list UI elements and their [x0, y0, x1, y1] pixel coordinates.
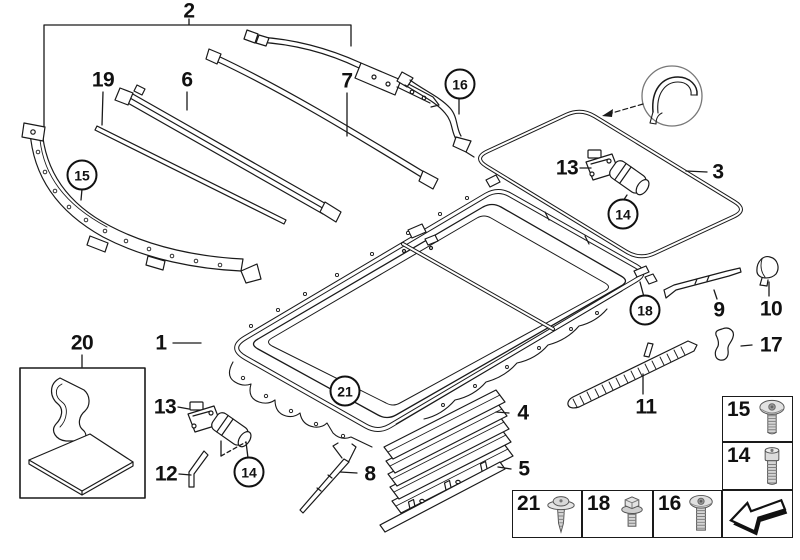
deflector-bracket-16: [396, 71, 475, 158]
callout-11[interactable]: 11: [635, 395, 657, 419]
legend-label-15: 15: [727, 398, 751, 421]
callout-13-lower[interactable]: 13: [153, 395, 177, 419]
legend-label-14: 14: [727, 444, 751, 467]
legend-box-21[interactable]: 21: [512, 490, 582, 538]
rear-guide-rail-7: [205, 48, 439, 190]
callout-8[interactable]: 8: [364, 462, 376, 486]
legend-box-16[interactable]: 16: [653, 490, 722, 538]
callout-3[interactable]: 3: [712, 160, 724, 184]
sunshade-lamellas-4: [383, 389, 514, 514]
washer-tapping-screw-icon: [547, 496, 575, 534]
callout-18-circled[interactable]: 18: [629, 294, 661, 326]
callout-10[interactable]: 10: [759, 297, 783, 321]
sunshade-rail-5: [379, 460, 506, 533]
callout-15-circled[interactable]: 15: [66, 159, 98, 191]
detail-pointer-dashed-line: [611, 103, 644, 114]
hex-flange-bolt-icon: [621, 496, 643, 527]
lifting-rail-11: [567, 340, 698, 409]
callout-20[interactable]: 20: [70, 331, 94, 355]
repair-kit-20: [19, 367, 146, 499]
legend-box-18[interactable]: 18: [582, 490, 653, 538]
drive-motor-upper-13: [585, 149, 654, 199]
legend-box-15[interactable]: 15: [722, 396, 793, 442]
callout-7[interactable]: 7: [341, 69, 353, 93]
callout-9[interactable]: 9: [713, 298, 725, 322]
bracket-17: [714, 327, 734, 361]
legend-box-arrow[interactable]: [722, 490, 793, 538]
seal-strip-19: [94, 125, 287, 225]
leader-lines: [43, 18, 770, 476]
callout-21-circled[interactable]: 21: [329, 375, 361, 407]
callout-13-upper[interactable]: 13: [555, 156, 579, 180]
detail-pointer-arrowhead: [602, 109, 613, 117]
callout-4[interactable]: 4: [517, 401, 529, 425]
cap-10: [756, 256, 779, 287]
callout-12[interactable]: 12: [154, 462, 178, 486]
legend-label-21: 21: [517, 492, 541, 515]
callout-16-circled[interactable]: 16: [444, 68, 476, 100]
bracket-2-line: [43, 18, 352, 128]
legend-label-16: 16: [658, 492, 682, 515]
callout-19[interactable]: 19: [91, 68, 115, 92]
deflector-rod-9: [663, 267, 742, 299]
drain-tube-8: [299, 442, 357, 514]
gasket-3: [478, 109, 743, 259]
seal-detail-circle: [602, 65, 703, 127]
legend-label-18: 18: [587, 492, 611, 515]
callout-14-circled-upper[interactable]: 14: [607, 198, 639, 230]
callout-17[interactable]: 17: [759, 333, 783, 357]
callout-1[interactable]: 1: [155, 331, 167, 355]
allen-key-12: [188, 450, 209, 488]
pan-head-screw-icon: [689, 494, 713, 531]
callout-14-circled-lower[interactable]: 14: [233, 456, 265, 488]
rear-bow-rail-2: [243, 29, 440, 108]
cylinder-head-screw-icon: [764, 447, 780, 485]
button-head-screw-icon: [759, 399, 785, 435]
front-frame-rail-15: [21, 122, 262, 284]
direction-arrow-icon: [729, 498, 788, 536]
callout-6[interactable]: 6: [181, 68, 193, 92]
callout-5[interactable]: 5: [518, 457, 530, 481]
legend-box-14[interactable]: 14: [722, 442, 793, 490]
sunroof-frame-1: [228, 174, 658, 448]
wind-deflector-rail-6: [114, 84, 342, 223]
callout-2[interactable]: 2: [183, 0, 195, 23]
